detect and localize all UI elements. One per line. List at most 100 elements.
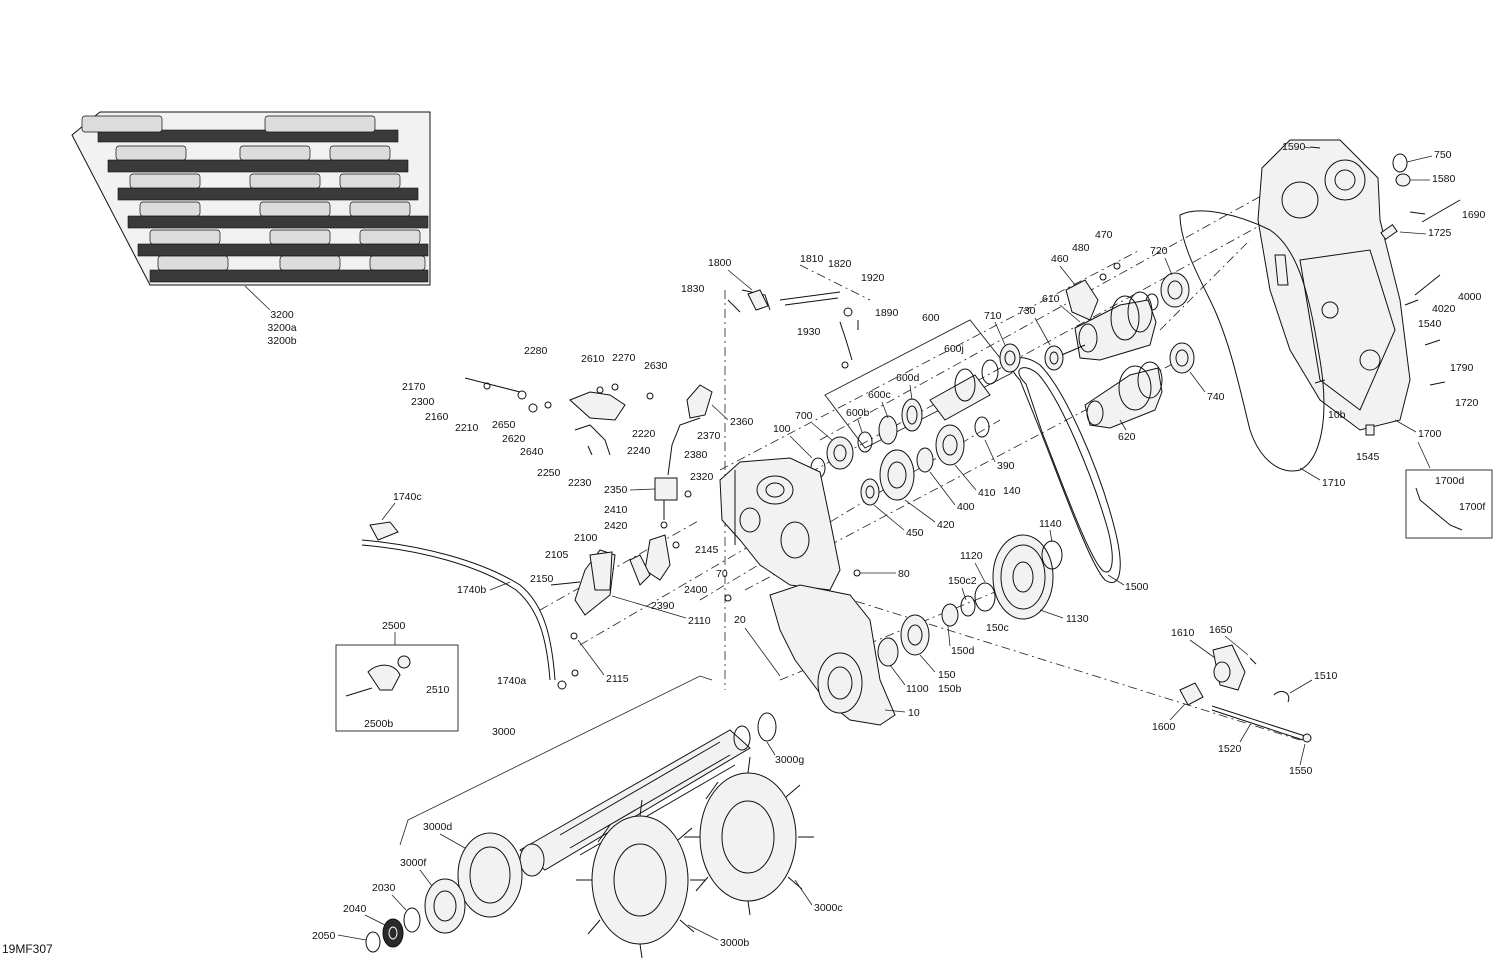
label-10b: 10b (1328, 409, 1346, 421)
drive-sprocket-2 (684, 756, 814, 916)
label-1700f: 1700f (1459, 501, 1485, 513)
bearing-700 (826, 436, 854, 470)
gasket-1710 (1179, 210, 1325, 472)
label-1140: 1140 (1039, 518, 1062, 530)
label-730: 730 (1018, 305, 1036, 317)
label-1590: 1590 (1282, 141, 1306, 153)
label-2610: 2610 (581, 353, 605, 365)
label-410: 410 (978, 487, 996, 499)
plate-3000d (457, 832, 523, 918)
label-1720: 1720 (1455, 397, 1479, 409)
label-2280: 2280 (524, 345, 548, 357)
label-2150: 2150 (530, 573, 554, 585)
label-2210: 2210 (455, 422, 479, 434)
label-600c: 600c (868, 389, 891, 401)
label-1740c: 1740c (393, 491, 422, 503)
label-2145: 2145 (695, 544, 719, 556)
label-600j: 600j (944, 343, 964, 355)
label-1820: 1820 (828, 258, 852, 270)
label-4020: 4020 (1432, 303, 1456, 315)
drive-sprocket-icon (576, 799, 706, 959)
label-2270: 2270 (612, 352, 636, 364)
label-1690: 1690 (1462, 209, 1486, 221)
label-600: 600 (922, 312, 940, 324)
label-3000g: 3000g (775, 754, 804, 766)
label-4000: 4000 (1458, 291, 1482, 303)
label-1700: 1700 (1418, 428, 1442, 440)
label-3000c: 3000c (814, 902, 843, 914)
label-620: 620 (1118, 431, 1136, 443)
label-2220: 2220 (632, 428, 656, 440)
label-1510: 1510 (1314, 670, 1338, 682)
label-1700d: 1700d (1435, 475, 1464, 487)
label-390: 390 (997, 460, 1015, 472)
drive-belt-icon (1011, 357, 1121, 583)
label-1540: 1540 (1418, 318, 1442, 330)
label-150: 150 (938, 669, 956, 681)
label-2170: 2170 (402, 381, 426, 393)
label-2300: 2300 (411, 396, 435, 408)
label-2370: 2370 (697, 430, 721, 442)
label-1830: 1830 (681, 283, 705, 295)
label-2115: 2115 (606, 673, 629, 685)
ring-3000g (757, 712, 777, 742)
label-2320: 2320 (690, 471, 714, 483)
rod-1520 (1211, 705, 1306, 737)
shifter-assembly (464, 377, 713, 640)
label-600d: 600d (896, 372, 920, 384)
ring-2030 (403, 907, 421, 933)
shift-linkage-1800 (727, 289, 859, 369)
label-2040: 2040 (343, 903, 367, 915)
label-1930: 1930 (797, 326, 821, 338)
assembly-box-600 (824, 319, 1013, 449)
label-2050: 2050 (312, 930, 336, 942)
label-1740b: 1740b (457, 584, 486, 596)
detail-box-2500 (335, 644, 459, 732)
label-3200a: 3200a (267, 322, 296, 334)
label-2105: 2105 (545, 549, 569, 561)
label-740: 740 (1207, 391, 1225, 403)
label-2420: 2420 (604, 520, 628, 532)
label-2030: 2030 (372, 882, 396, 894)
label-2410: 2410 (604, 504, 628, 516)
label-1580: 1580 (1432, 173, 1456, 185)
label-700: 700 (795, 410, 813, 422)
label-470: 470 (1095, 229, 1113, 241)
label-1130: 1130 (1066, 613, 1089, 625)
nut-1550 (1302, 733, 1312, 743)
label-2350: 2350 (604, 484, 628, 496)
label-2400: 2400 (684, 584, 708, 596)
hub-2040 (382, 918, 404, 948)
label-720: 720 (1150, 245, 1168, 257)
diagram-code: 19MF307 (2, 942, 53, 956)
gear-1130 (992, 534, 1063, 620)
transmission-cover-icon (1257, 139, 1411, 431)
label-1650: 1650 (1209, 624, 1233, 636)
label-460: 460 (1051, 253, 1069, 265)
label-2390: 2390 (651, 600, 675, 612)
label-1725: 1725 (1428, 227, 1452, 239)
label-70: 70 (716, 568, 728, 580)
label-2630: 2630 (644, 360, 668, 372)
cover-plate-10 (769, 584, 899, 726)
label-1520: 1520 (1218, 743, 1242, 755)
label-10: 10 (908, 707, 920, 719)
label-1500: 1500 (1125, 581, 1149, 593)
clip-1700f (1415, 487, 1463, 531)
label-2360: 2360 (730, 416, 754, 428)
label-480: 480 (1072, 242, 1090, 254)
label-2620: 2620 (502, 433, 526, 445)
label-710: 710 (984, 310, 1002, 322)
label-3200: 3200 (270, 309, 294, 321)
label-610: 610 (1042, 293, 1060, 305)
label-1810: 1810 (800, 253, 824, 265)
gear-group-400 (860, 416, 990, 506)
label-3000: 3000 (492, 726, 516, 738)
label-450: 450 (906, 527, 924, 539)
label-3000f: 3000f (400, 857, 426, 869)
label-400: 400 (957, 501, 975, 513)
label-1790: 1790 (1450, 362, 1474, 374)
label-150b: 150b (938, 683, 962, 695)
label-2230: 2230 (568, 477, 592, 489)
